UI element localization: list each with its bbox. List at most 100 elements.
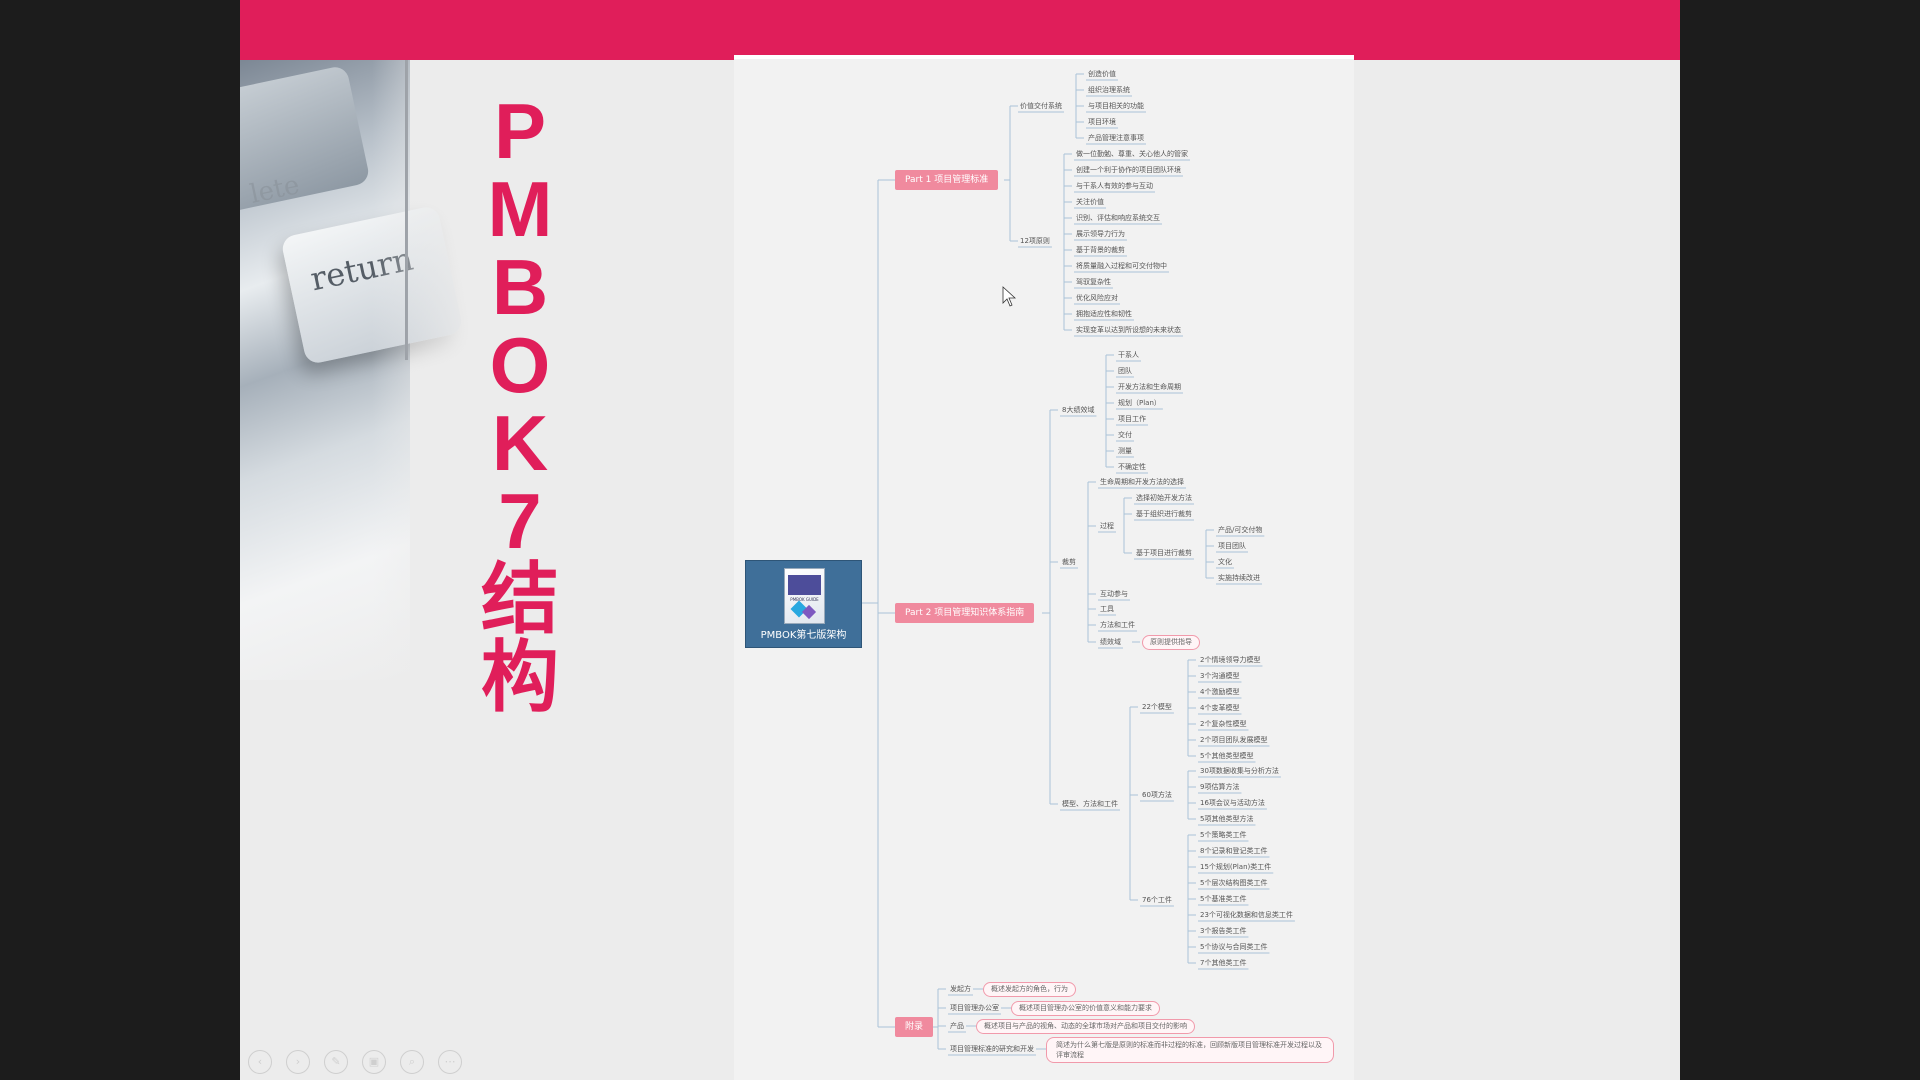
mindmap-leaf[interactable]: 与干系人有效的参与互动 — [1076, 182, 1153, 190]
title-char: 构 — [480, 633, 559, 721]
mindmap-links — [860, 73, 1295, 1056]
appendix-label[interactable]: 产品 — [950, 1022, 964, 1030]
root-label: PMBOK第七版架构 — [760, 630, 847, 641]
mindmap-leaf[interactable]: 将质量融入过程和可交付物中 — [1076, 262, 1167, 270]
mindmap-leaf[interactable]: 规划（Plan） — [1118, 399, 1161, 407]
mindmap-leaf[interactable]: 8个记录和登记类工件 — [1200, 847, 1268, 855]
next-slide-icon[interactable]: › — [286, 1050, 310, 1074]
mindmap-leaf[interactable]: 实现变革以达到所设想的未来状态 — [1076, 326, 1181, 334]
group-node[interactable]: 76个工件 — [1142, 896, 1172, 904]
mindmap-leaf[interactable]: 选择初始开发方法 — [1136, 494, 1192, 502]
title-char: B — [491, 243, 549, 331]
appendix-desc-pill[interactable]: 简述为什么第七版是原则的标准而非过程的标准，回顾新版项目管理标准开发过程以及评审… — [1046, 1037, 1334, 1063]
mindmap-leaf[interactable]: 3个沟通模型 — [1200, 672, 1240, 680]
mindmap-leaf[interactable]: 与项目相关的功能 — [1088, 102, 1144, 110]
mindmap-leaf[interactable]: 5个层次结构图类工件 — [1200, 879, 1268, 887]
mindmap-leaf[interactable]: 项目环境 — [1088, 118, 1116, 126]
appendix-node[interactable]: 附录 — [895, 1017, 934, 1037]
mouse-cursor-icon — [1002, 286, 1017, 307]
mindmap-leaf[interactable]: 5个基准类工件 — [1200, 895, 1247, 903]
title-char: M — [487, 165, 553, 253]
mindmap-leaf[interactable]: 2个项目团队发展模型 — [1200, 736, 1268, 744]
mindmap-leaf[interactable]: 组织治理系统 — [1088, 86, 1130, 94]
prev-slide-icon[interactable]: ‹ — [248, 1050, 272, 1074]
mindmap-leaf[interactable]: 拥抱适应性和韧性 — [1076, 310, 1132, 318]
book-cover-title: PMBOK GUIDE — [790, 597, 819, 602]
mindmap-leaf[interactable]: 项目工作 — [1118, 415, 1146, 423]
mindmap-leaf[interactable]: 15个规划(Plan)类工件 — [1200, 863, 1272, 871]
appendix-desc-pill[interactable]: 概述项目与产品的视角、动态的全球市场对产品和项目交付的影响 — [976, 1019, 1195, 1034]
mindmap-leaf[interactable]: 5个其他类型模型 — [1200, 752, 1254, 760]
mindmap-leaf[interactable]: 识别、评估和响应系统交互 — [1076, 214, 1160, 222]
principle-pill[interactable]: 原则提供指导 — [1142, 635, 1200, 650]
mindmap-leaf[interactable]: 项目团队 — [1218, 542, 1246, 550]
mindmap-leaf[interactable]: 7个其他类工件 — [1200, 959, 1247, 967]
mindmap-leaf[interactable]: 创造价值 — [1088, 70, 1116, 78]
mindmap-leaf[interactable]: 实施持续改进 — [1218, 574, 1260, 582]
mindmap-root-node[interactable]: PMBOK GUIDE PMBOK第七版架构 — [745, 560, 862, 648]
appendix-desc-pill[interactable]: 概述项目管理办公室的价值意义和能力要求 — [1011, 1001, 1160, 1016]
photo-fade — [240, 60, 480, 1080]
mindmap-leaf[interactable]: 5个协议与合同类工件 — [1200, 943, 1268, 951]
mindmap-leaf[interactable]: 5个策略类工件 — [1200, 831, 1247, 839]
mindmap-leaf[interactable]: 驾驭复杂性 — [1076, 278, 1111, 286]
mindmap-leaf[interactable]: 16项会议与活动方法 — [1200, 799, 1265, 807]
mindmap-leaf[interactable]: 9项估算方法 — [1200, 783, 1240, 791]
appendix-label[interactable]: 项目管理标准的研究和开发 — [950, 1045, 1034, 1053]
group-node[interactable]: 基于项目进行裁剪 — [1136, 549, 1192, 557]
appendix-label[interactable]: 项目管理办公室 — [950, 1004, 999, 1012]
group-node[interactable]: 模型、方法和工件 — [1062, 800, 1118, 808]
mindmap-leaf[interactable]: 2个复杂性模型 — [1200, 720, 1247, 728]
slides-icon[interactable]: ▣ — [362, 1050, 386, 1074]
group-node[interactable]: 8大绩效域 — [1062, 406, 1095, 414]
mindmap-leaf[interactable]: 产品/可交付物 — [1218, 526, 1263, 534]
appendix-desc-pill[interactable]: 概述发起方的角色，行为 — [983, 982, 1076, 997]
mindmap-leaf[interactable]: 23个可视化数据和信息类工件 — [1200, 911, 1293, 919]
mindmap-leaf[interactable]: 30项数据收集与分析方法 — [1200, 767, 1279, 775]
mindmap-leaf[interactable]: 4个变革模型 — [1200, 704, 1240, 712]
mindmap-leaf[interactable]: 3个报告类工件 — [1200, 927, 1247, 935]
mindmap-leaf[interactable]: 基于背景的裁剪 — [1076, 246, 1125, 254]
mindmap-leaf[interactable]: 展示领导力行为 — [1076, 230, 1125, 238]
mindmap-leaf[interactable]: 方法和工件 — [1100, 621, 1135, 629]
mindmap-leaf[interactable]: 文化 — [1218, 558, 1232, 566]
mindmap-leaf[interactable]: 工具 — [1100, 605, 1114, 613]
mindmap-leaf[interactable]: 优化风险应对 — [1076, 294, 1118, 302]
mindmap-leaf[interactable]: 团队 — [1118, 367, 1132, 375]
appendix-label[interactable]: 发起方 — [950, 985, 971, 993]
title-char: P — [493, 87, 547, 175]
mindmap-leaf[interactable]: 互动参与 — [1100, 590, 1128, 598]
mindmap-leaf[interactable]: 不确定性 — [1118, 463, 1146, 471]
mindmap-leaf[interactable]: 5项其他类型方法 — [1200, 815, 1254, 823]
mindmap-leaf[interactable]: 做一位勤勉、尊重、关心他人的管家 — [1076, 150, 1188, 158]
zoom-icon[interactable]: ⌕ — [400, 1050, 424, 1074]
part1-node[interactable]: Part 1 项目管理标准 — [895, 170, 999, 190]
group-node[interactable]: 12项原则 — [1020, 237, 1050, 245]
mindmap-panel-top — [734, 55, 1354, 59]
mindmap-leaf[interactable]: 基于组织进行裁剪 — [1136, 510, 1192, 518]
mindmap-leaf[interactable]: 创建一个利于协作的项目团队环境 — [1076, 166, 1181, 174]
group-node[interactable]: 价值交付系统 — [1020, 102, 1062, 110]
mindmap-leaf[interactable]: 开发方法和生命周期 — [1118, 383, 1181, 391]
title-char: K — [491, 399, 549, 487]
mindmap-leaf[interactable]: 产品管理注意事项 — [1088, 134, 1144, 142]
mindmap-leaf[interactable]: 生命周期和开发方法的选择 — [1100, 478, 1184, 486]
mindmap-leaf[interactable]: 2个情境领导力模型 — [1200, 656, 1261, 664]
mindmap-leaf[interactable]: 干系人 — [1118, 351, 1139, 359]
mindmap-leaf[interactable]: 4个激励模型 — [1200, 688, 1240, 696]
more-icon[interactable]: ⋯ — [438, 1050, 462, 1074]
group-node[interactable]: 裁剪 — [1062, 558, 1076, 566]
mindmap-leaf[interactable]: 关注价值 — [1076, 198, 1104, 206]
group-node[interactable]: 22个模型 — [1142, 703, 1172, 711]
part2-node[interactable]: Part 2 项目管理知识体系指南 — [895, 603, 1035, 623]
group-node[interactable]: 60项方法 — [1142, 791, 1172, 799]
title-char: 7 — [498, 477, 542, 565]
pen-icon[interactable]: ✎ — [324, 1050, 348, 1074]
title-char: 结 — [480, 555, 559, 643]
group-node[interactable]: 过程 — [1100, 522, 1114, 530]
mindmap-leaf[interactable]: 测量 — [1118, 447, 1132, 455]
group-node[interactable]: 绩效域 — [1100, 638, 1121, 646]
title-char: O — [489, 321, 551, 409]
mindmap-leaf[interactable]: 交付 — [1118, 431, 1132, 439]
